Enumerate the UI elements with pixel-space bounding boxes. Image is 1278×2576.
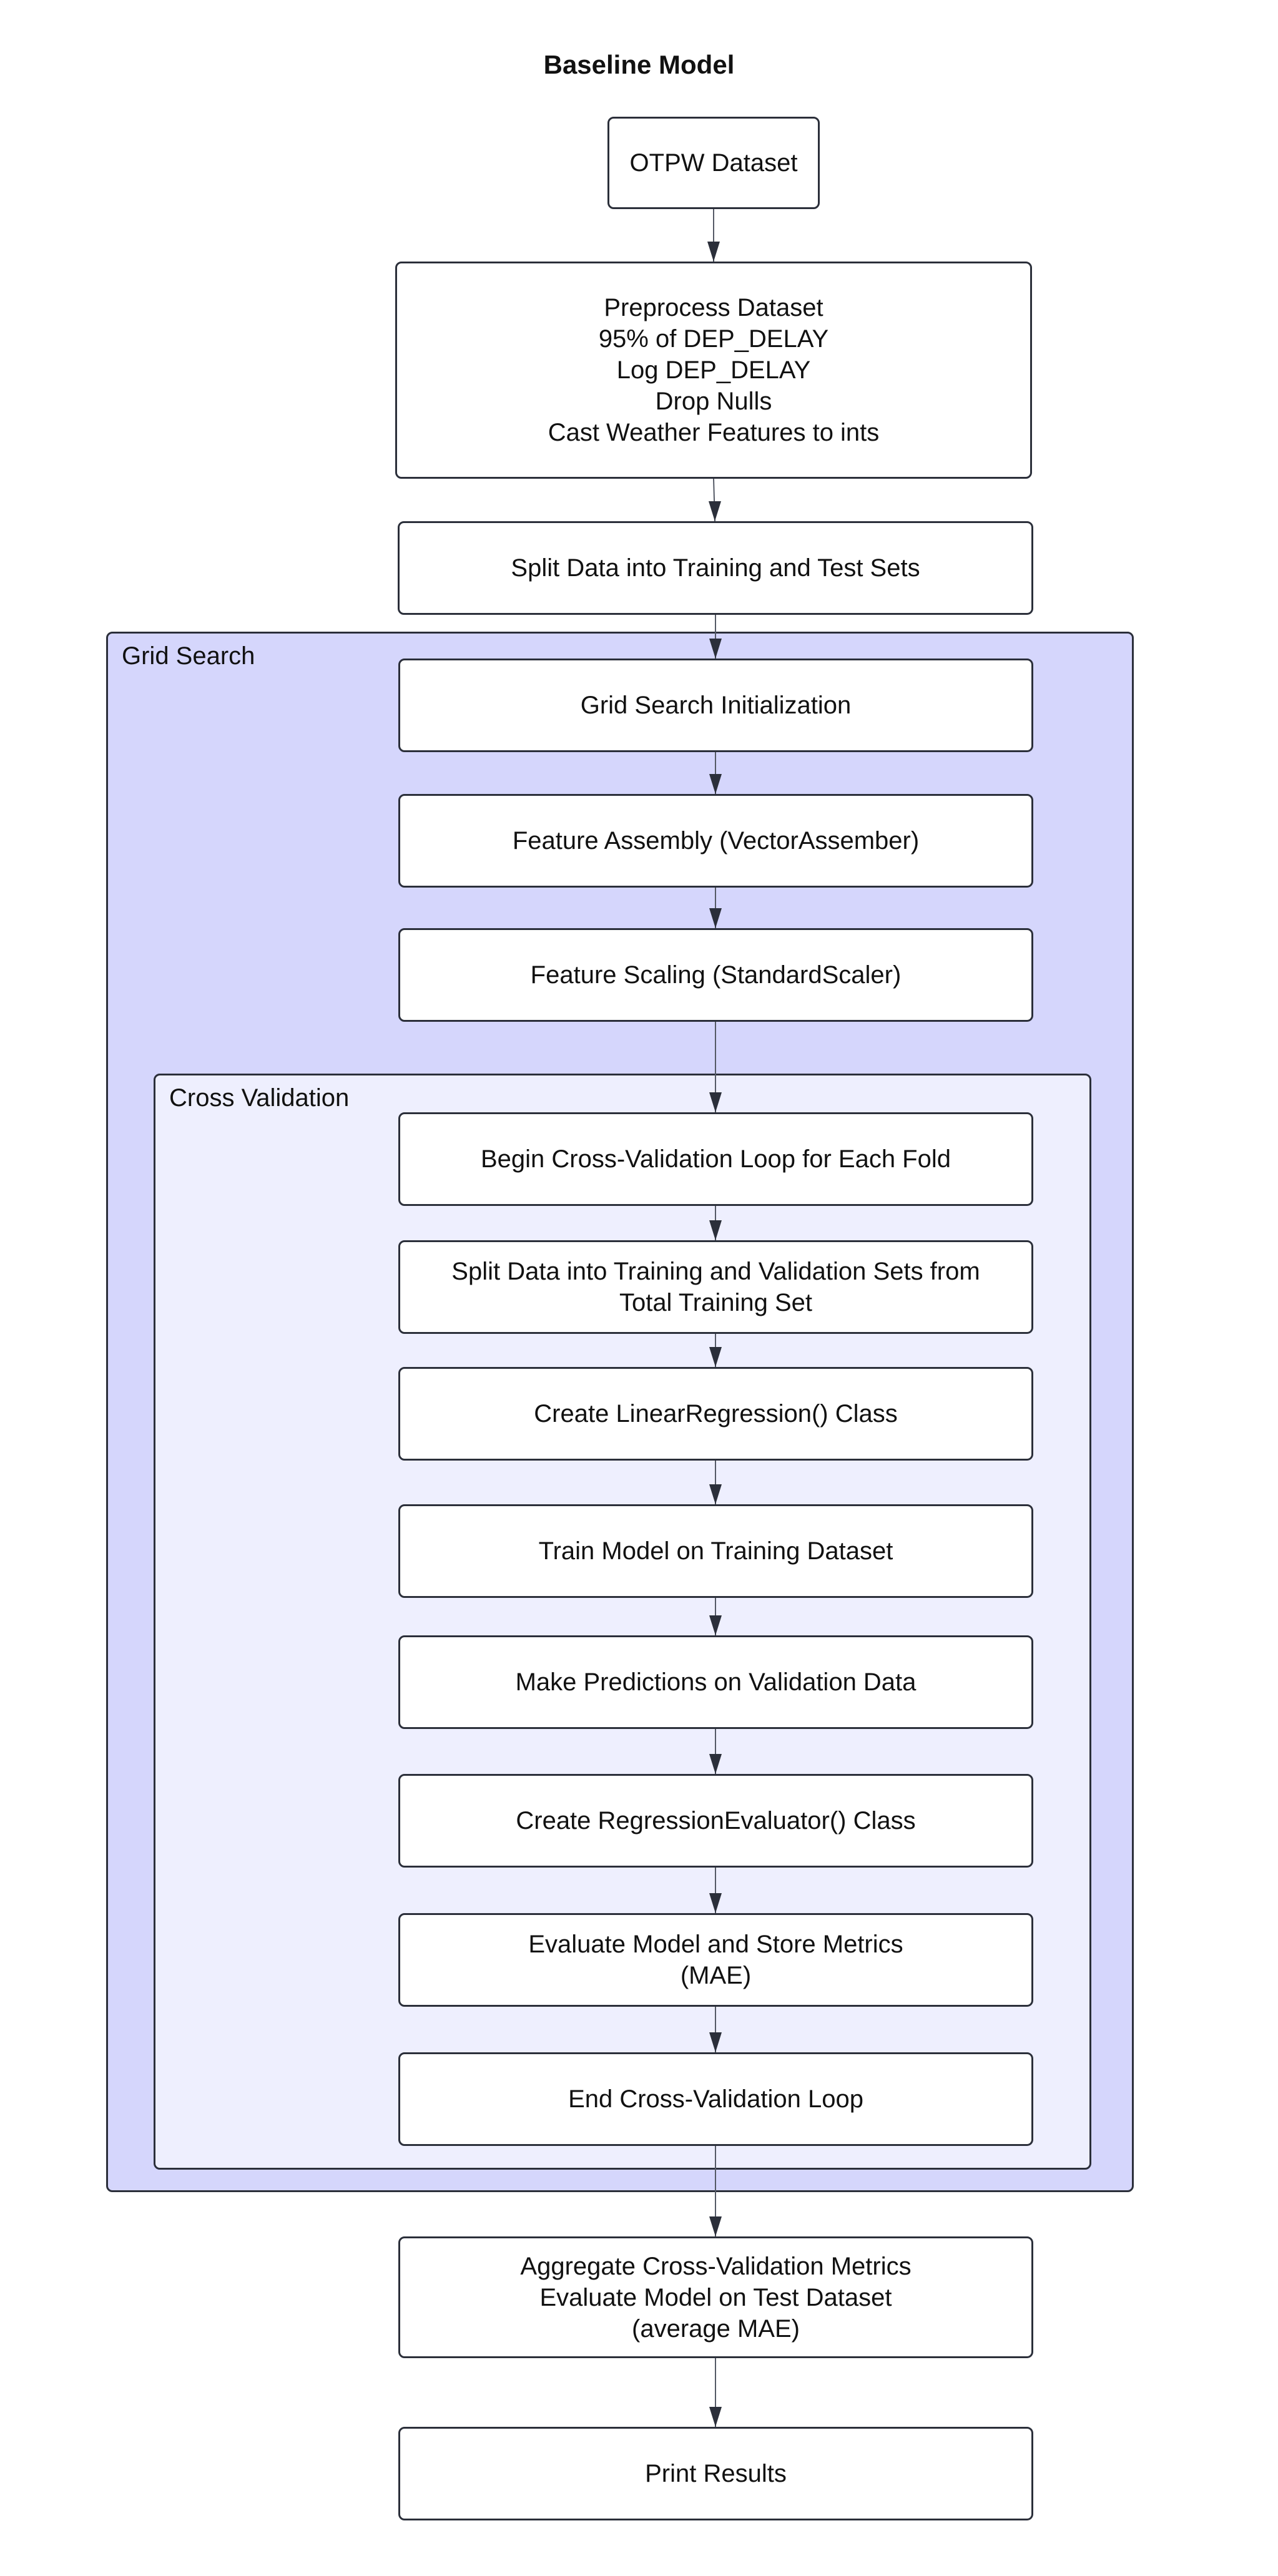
arrowhead-train: [709, 1484, 722, 1504]
arrowhead-aggregate: [709, 2216, 722, 2236]
arrowhead-print: [709, 2407, 722, 2427]
grid-search-init-node: Grid Search Initialization: [398, 659, 1033, 752]
otpw-dataset-node: OTPW Dataset: [607, 117, 820, 209]
evaluate-model-node: Evaluate Model and Store Metrics (MAE): [398, 1913, 1033, 2007]
create-linear-regression-node: Create LinearRegression() Class: [398, 1367, 1033, 1461]
arrowhead-scaling: [709, 908, 722, 928]
create-evaluator-node: Create RegressionEvaluator() Class: [398, 1774, 1033, 1868]
arrowhead-evaluator: [709, 1754, 722, 1774]
train-model-node: Train Model on Training Dataset: [398, 1504, 1033, 1598]
cv-loop-begin-node: Begin Cross-Validation Loop for Each Fol…: [398, 1112, 1033, 1206]
print-results-node: Print Results: [398, 2427, 1033, 2520]
split-train-test-node: Split Data into Training and Test Sets: [398, 521, 1033, 615]
arrowhead-evaluate: [709, 1893, 722, 1913]
arrowhead-split: [709, 501, 721, 521]
feature-assembly-node: Feature Assembly (VectorAssember): [398, 794, 1033, 888]
arrowhead-preprocess: [707, 242, 720, 262]
split-train-validation-node: Split Data into Training and Validation …: [398, 1240, 1033, 1334]
arrowhead-predict: [709, 1615, 722, 1635]
grid-search-label: Grid Search: [122, 642, 255, 670]
arrowhead-cvend: [709, 2032, 722, 2052]
arrowhead-gridinit: [709, 639, 722, 659]
diagram-title: Baseline Model: [543, 50, 735, 79]
cross-validation-label: Cross Validation: [169, 1084, 350, 1112]
arrowhead-createlr: [709, 1347, 722, 1367]
arrowhead-splitval: [709, 1220, 722, 1240]
preprocess-dataset-node: Preprocess Dataset 95% of DEP_DELAY Log …: [395, 262, 1032, 479]
feature-scaling-node: Feature Scaling (StandardScaler): [398, 928, 1033, 1022]
make-predictions-node: Make Predictions on Validation Data: [398, 1635, 1033, 1729]
cv-loop-end-node: End Cross-Validation Loop: [398, 2052, 1033, 2146]
arrowhead-cvbegin: [709, 1092, 722, 1112]
aggregate-metrics-node: Aggregate Cross-Validation Metrics Evalu…: [398, 2236, 1033, 2358]
arrowhead-assembly: [709, 774, 722, 794]
